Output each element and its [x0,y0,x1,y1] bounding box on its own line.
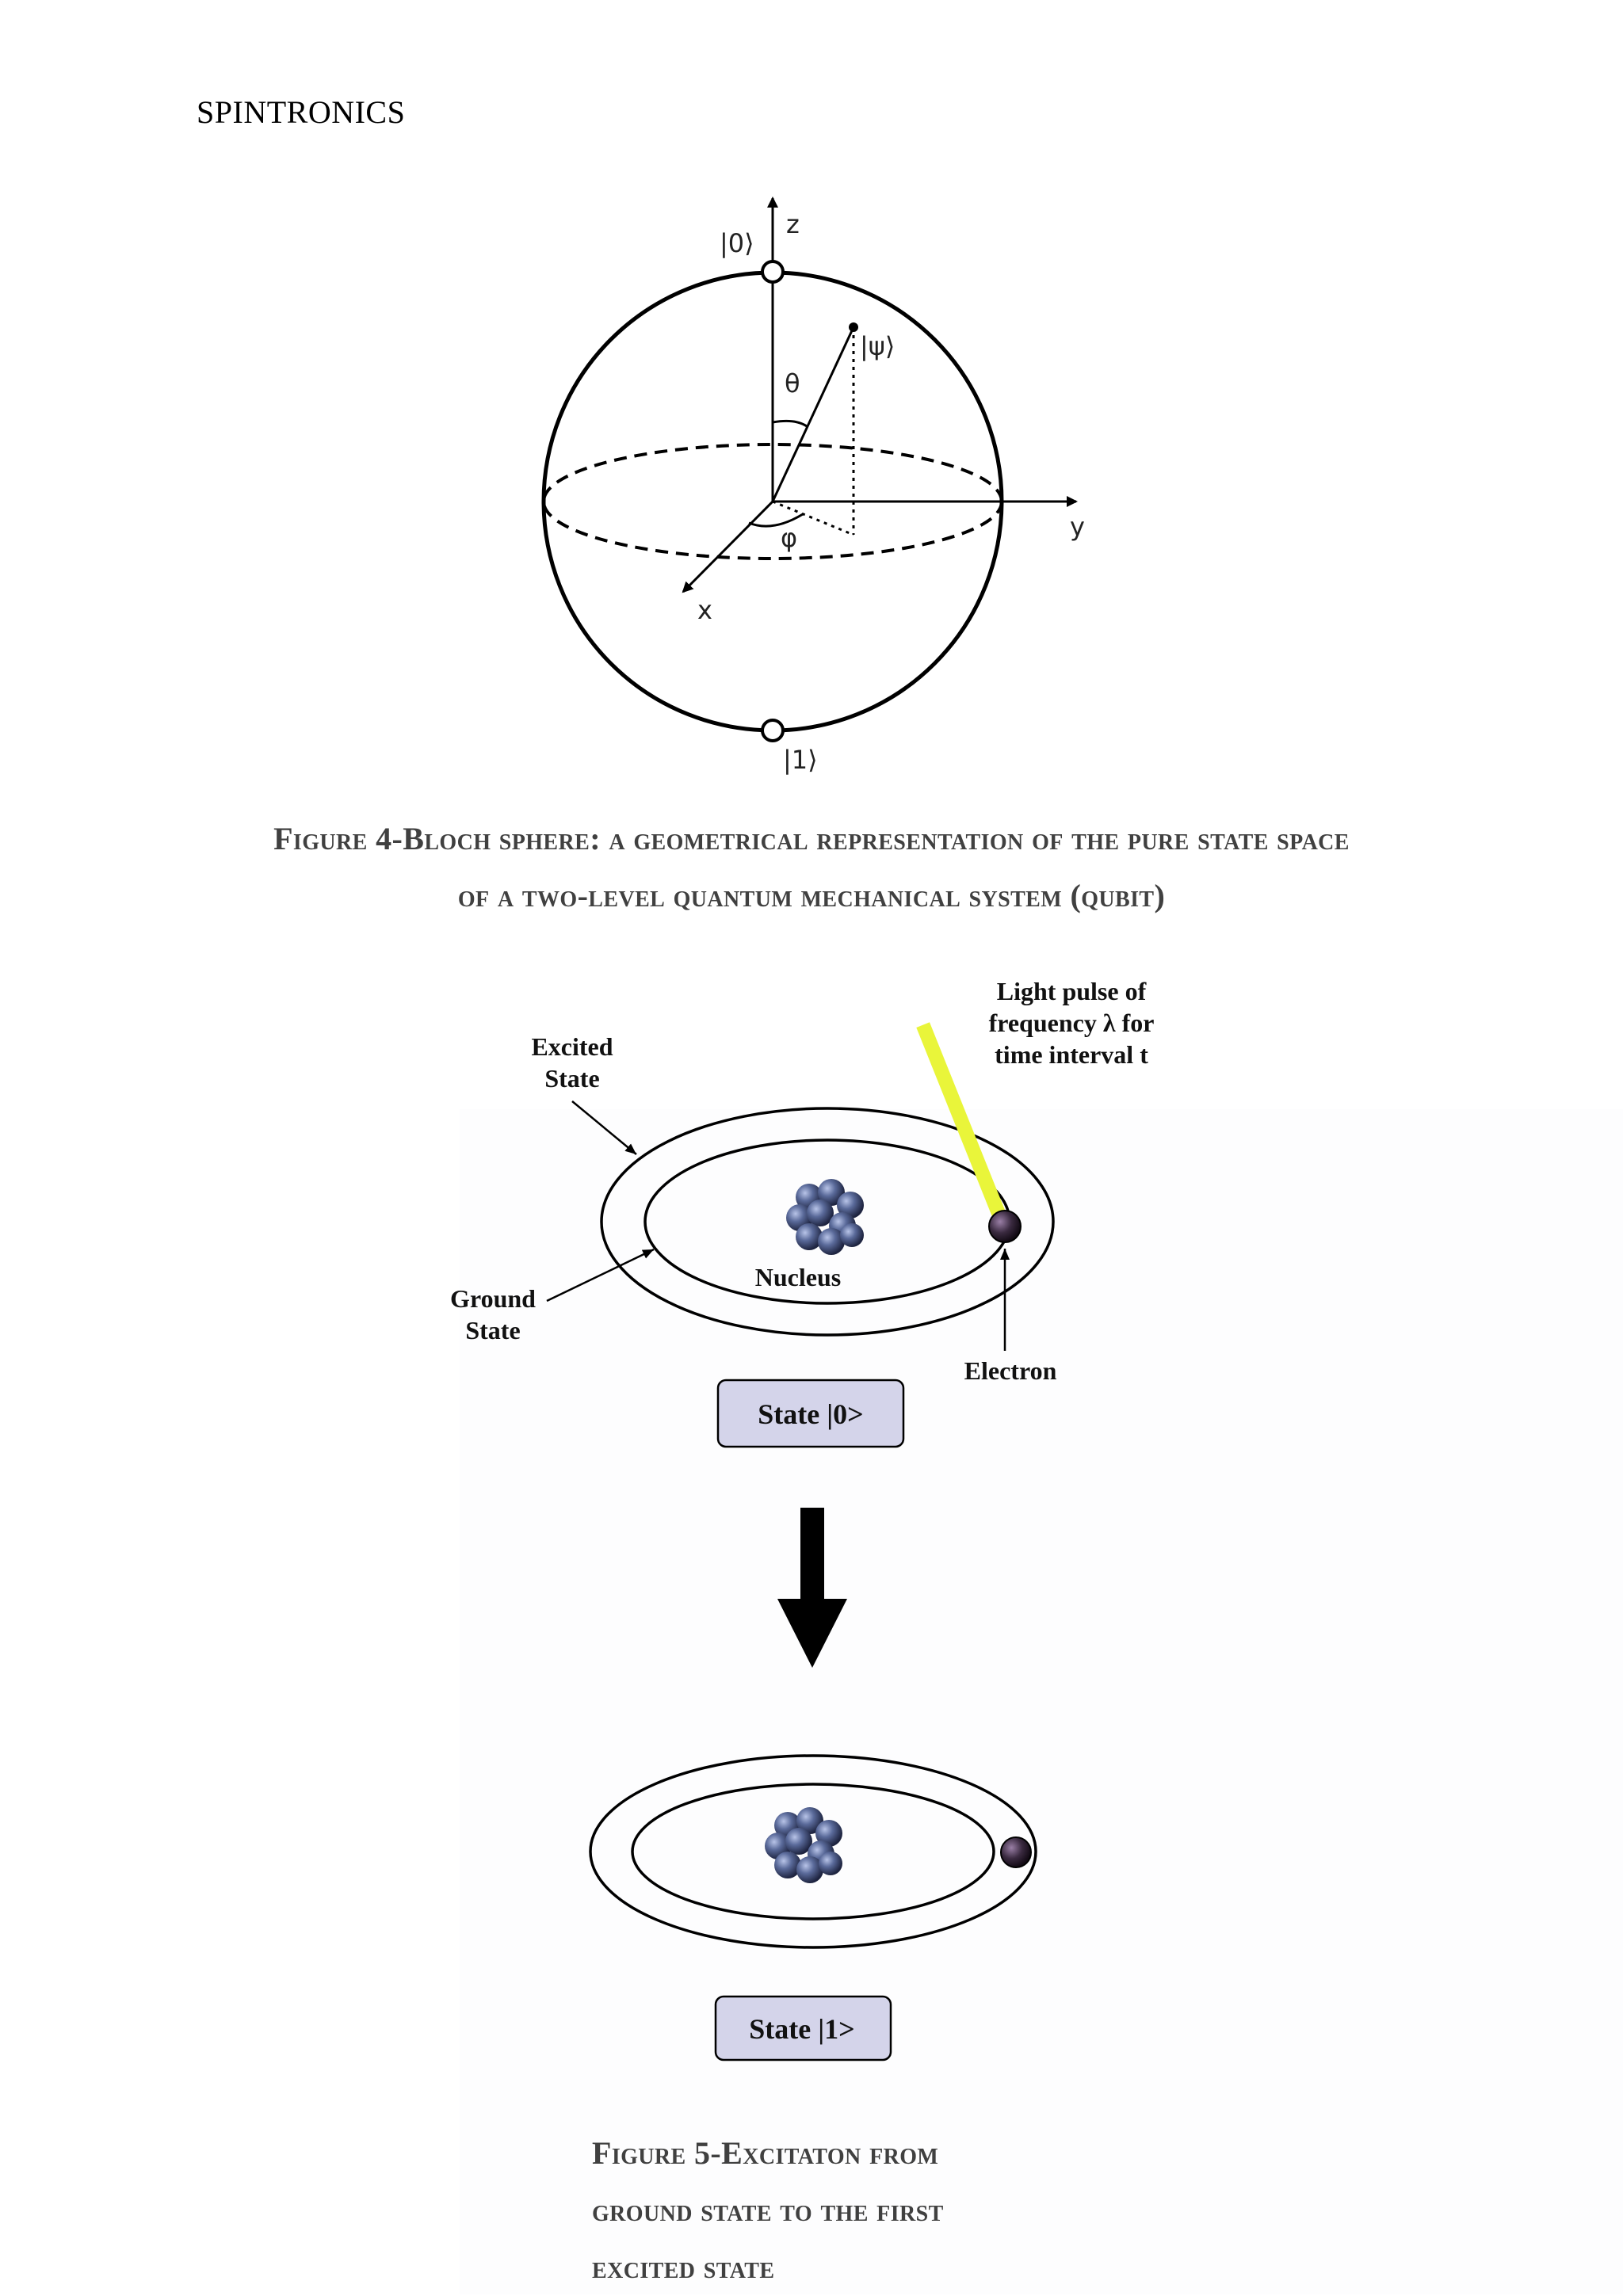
light-pulse-label-3: time interval t [995,1040,1148,1069]
nucleus-label: Nucleus [755,1263,841,1291]
theta-label: θ [785,368,800,399]
excited-arrow [571,1100,637,1155]
psi-projection-horizontal [772,500,854,536]
y-axis-label: y [1070,512,1085,542]
psi-label: |ψ⟩ [860,331,895,361]
x-axis [682,500,774,593]
excited-state-label-1: Excited [531,1032,613,1061]
light-pulse-label-2: frequency λ for [989,1009,1155,1037]
nucleus-bottom [765,1807,842,1883]
bloch-sphere-figure: |0⟩ z |ψ⟩ θ φ y x |1⟩ [541,196,1085,775]
theta-arc [772,419,808,428]
electron-top [988,1210,1022,1243]
ground-orbit-bottom [631,1783,995,1920]
light-pulse-beam [916,1022,1006,1217]
state1-box [714,1995,892,2061]
electron-bottom [1000,1836,1032,1868]
figure4-caption-line2: of a two-level quantum mechanical system… [457,878,1166,913]
running-head: SPINTRONICS [197,94,406,130]
nucleus-top [786,1179,864,1255]
figure4-caption-line1: Figure 4-Bloch sphere: a geometrical rep… [273,821,1350,856]
state0-box [716,1379,905,1448]
transition-arrow-shaft [800,1508,824,1601]
state1-label: State |1> [749,2013,854,2045]
psi-vector [771,326,855,502]
figure5-caption-line1: Figure 5-Excitaton from [592,2135,939,2171]
pole-0 [761,260,785,284]
state0-label: State |0> [758,1398,863,1430]
figure5-background [460,1109,1623,2294]
phi-arc [748,513,804,528]
ket1-label: |1⟩ [783,745,818,775]
figure5-caption-line3: excited state [592,2249,775,2285]
phi-label: φ [781,523,797,553]
pole-1 [761,719,785,742]
ground-state-label-1: Ground [450,1284,536,1313]
ground-arrow [546,1248,655,1302]
figure5-caption: Figure 5-Excitaton from ground state to … [592,2125,944,2296]
excited-state-label-2: State [544,1064,599,1093]
ket0-label: |0⟩ [720,228,754,258]
z-axis-label: z [786,209,800,239]
light-pulse-label-1: Light pulse of [997,977,1147,1005]
excited-orbit-top [600,1107,1055,1337]
transition-arrow-head [777,1599,847,1668]
electron-label: Electron [964,1356,1057,1385]
x-axis-label: x [697,595,712,625]
ground-state-label-2: State [465,1316,520,1344]
excited-orbit-bottom [589,1754,1037,1949]
figure5-caption-line2: ground state to the first [592,2192,944,2228]
